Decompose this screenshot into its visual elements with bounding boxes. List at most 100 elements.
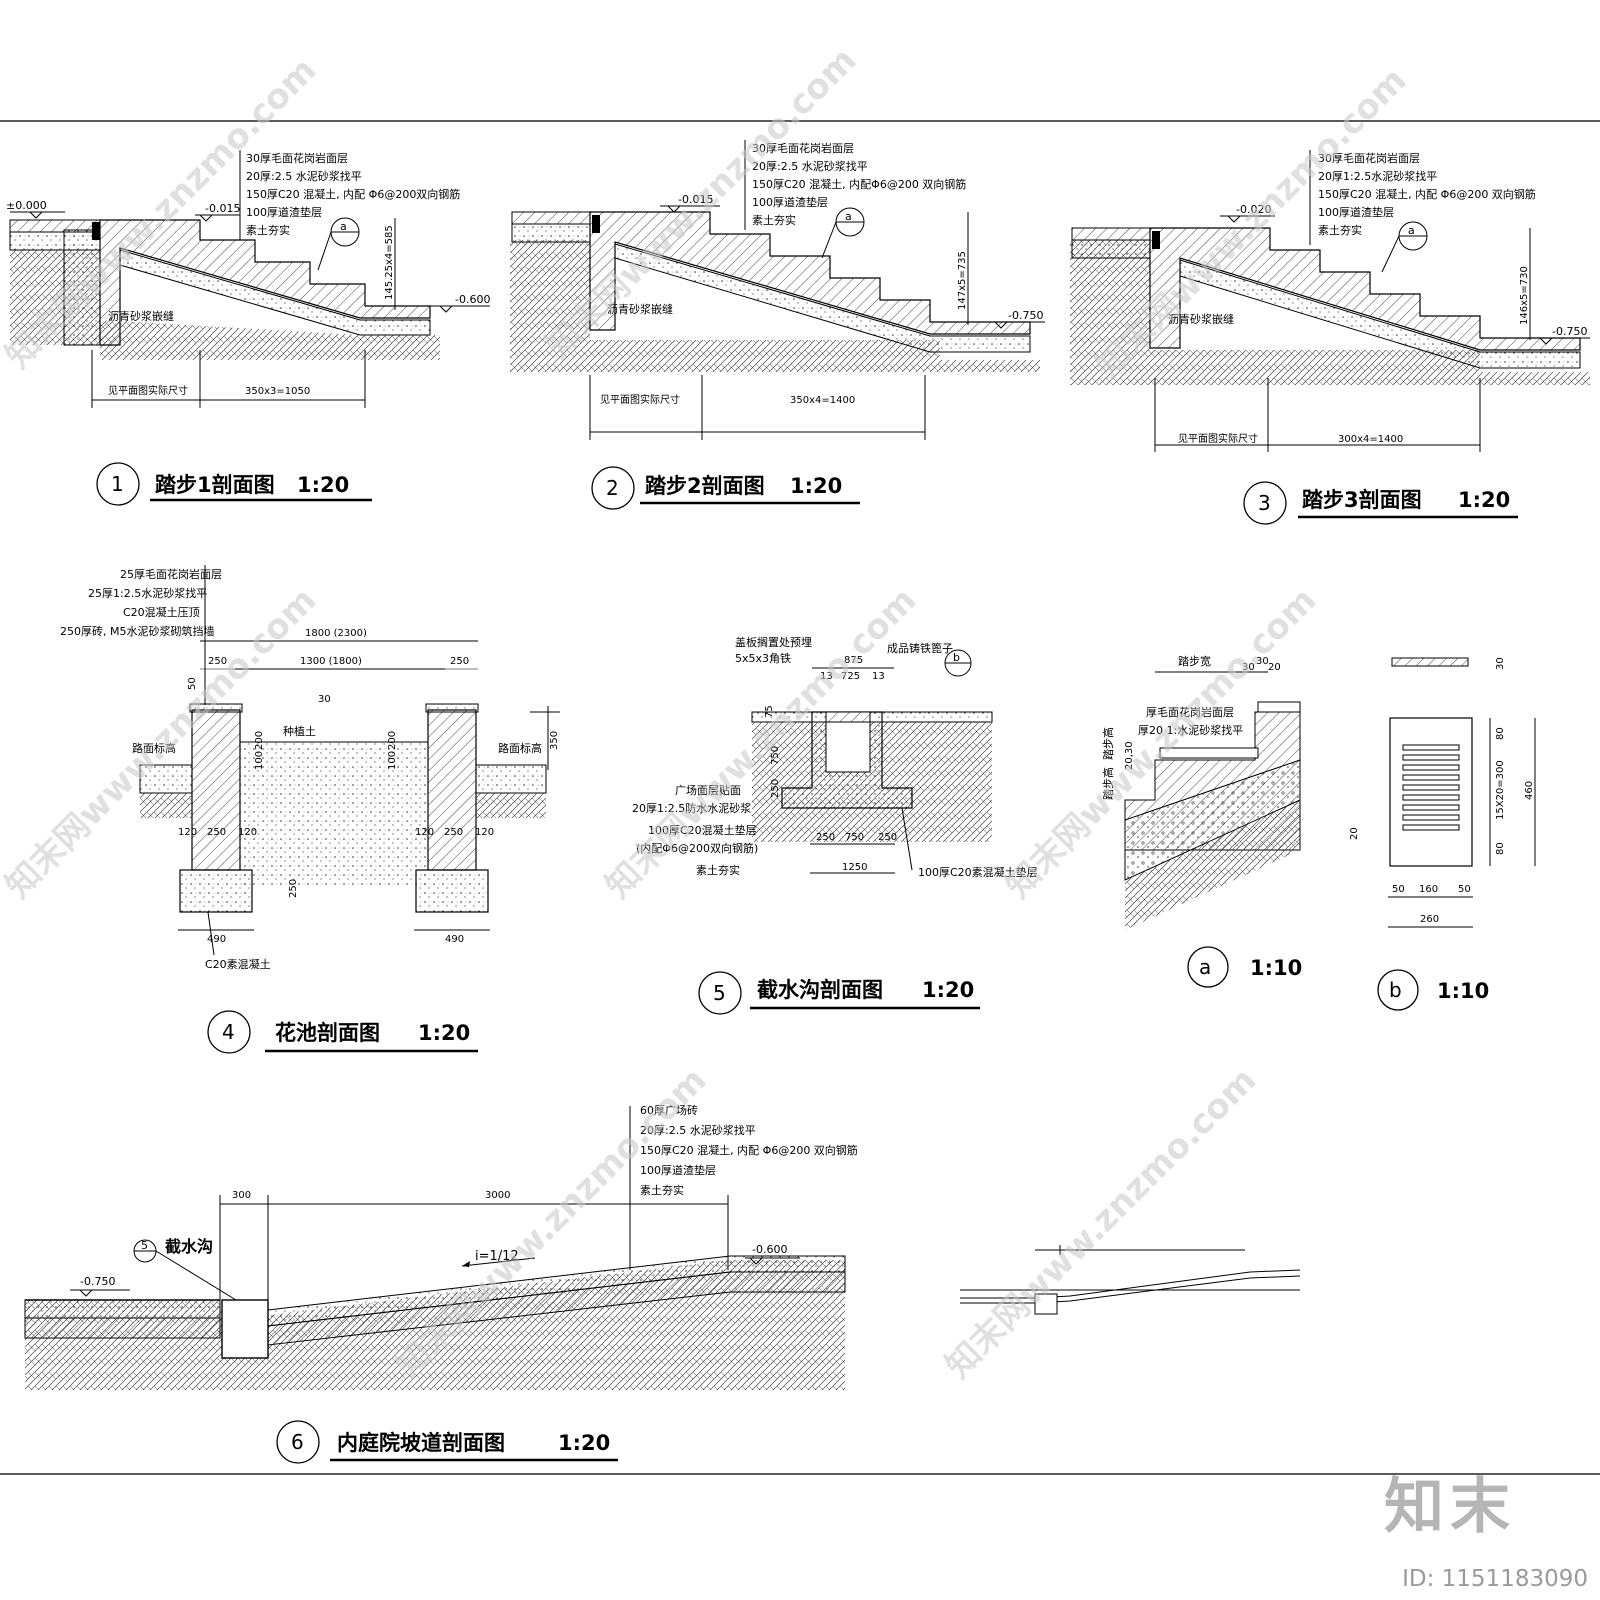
dim-left: 见平面图实际尺寸	[600, 393, 680, 406]
note-line: 30厚毛面花岗岩面层	[246, 151, 348, 165]
dim: 50	[1458, 884, 1471, 895]
detail-ref: a	[340, 220, 347, 233]
note-line: 厚20 1:水泥砂浆找平	[1138, 723, 1243, 737]
detail-ref: b	[953, 651, 960, 664]
material-notes: 30厚毛面花岗岩面层 20厚:2.5 水泥砂浆找平 150厚C20 混凝土, 内…	[752, 141, 966, 227]
note-line: 素土夯实	[696, 863, 740, 877]
note-line: 盖板搁置处预埋	[735, 635, 812, 649]
dim-300: 300	[232, 1190, 251, 1201]
dim-inner: 1300 (1800)	[300, 656, 362, 667]
section-title: 踏步3剖面图	[1302, 488, 1422, 512]
section-scale: 1:20	[1458, 488, 1510, 512]
dim-30: 30	[318, 694, 331, 705]
ditch-ref: 5	[141, 1239, 148, 1252]
note-line: C20混凝土压顶	[123, 605, 200, 619]
section-number: 2	[606, 476, 619, 500]
material-notes: 60厚广场砖 20厚:2.5 水泥砂浆找平 150厚C20 混凝土, 内配 Φ6…	[640, 1103, 858, 1197]
note-line: 150厚C20 混凝土, 内配Φ6@200 双向钢筋	[752, 177, 966, 191]
detail-scale: 1:10	[1250, 956, 1302, 980]
dim-250-left: 250	[208, 656, 227, 667]
note-line: 广场面层贴面	[675, 783, 741, 797]
dim-750-vertical: 750	[770, 746, 781, 765]
section-number: 1	[111, 472, 124, 496]
note-line: 100厚道渣垫层	[752, 195, 828, 209]
elevation-bottom: -0.750	[1008, 309, 1043, 322]
dim-50: 50	[187, 677, 198, 690]
dim-120: 120	[238, 827, 257, 838]
note-line: 素土夯实	[752, 213, 796, 227]
dim: 15X20=300	[1495, 760, 1506, 820]
elevation-top: ±0.000	[6, 199, 47, 212]
section-title: 内庭院坡道剖面图	[337, 1431, 505, 1455]
section-number: 3	[1258, 491, 1271, 515]
detail-b: 30 80 15X20=300 80 460 20 50 160 50 260 …	[1349, 657, 1536, 1011]
section-number: 5	[713, 981, 726, 1005]
section-scale: 1:20	[297, 473, 349, 497]
dim-120: 120	[475, 827, 494, 838]
dim: 13	[820, 671, 833, 682]
dim-total: 260	[1420, 914, 1439, 925]
note-line: 100厚C20混凝土垫层	[648, 823, 757, 837]
note-right: 100厚C20素混凝土垫层	[918, 865, 1038, 879]
elevation-left: -0.750	[80, 1275, 115, 1288]
detail-a: 踏步宽 30 30 20 厚毛面花岗岩面层 厚20 1:水泥砂浆找平 踏步高 踏…	[1101, 654, 1302, 988]
note-line: 150厚C20 混凝土, 内配 Φ6@200双向钢筋	[246, 187, 460, 201]
dim-200-left: 200	[254, 731, 265, 750]
note-line: 25厚1:2.5水泥砂浆找平	[88, 586, 207, 600]
vertical-dimension: 146x5=730	[1519, 266, 1530, 325]
dim-100-right: 100	[387, 751, 398, 770]
dim-250-vertical: 250	[288, 879, 299, 898]
section-4-planter: 25厚毛面花岗岩面层 25厚1:2.5水泥砂浆找平 C20混凝土压顶 250厚砖…	[60, 565, 560, 1054]
dim: 250	[816, 832, 835, 843]
note-line: 素土夯实	[1318, 223, 1362, 237]
elevation-right: -0.600	[752, 1243, 787, 1256]
dim-120: 120	[178, 827, 197, 838]
step-height-label-2: 踏步高	[1101, 767, 1115, 800]
section-title: 踏步2剖面图	[645, 474, 765, 498]
ramp-thumbnail	[960, 1245, 1301, 1315]
section-2-stair: -0.015 -0.750 30厚毛面花岗岩面层 20厚:2.5 水泥砂浆找平 …	[510, 140, 1045, 510]
section-3-stair: -0.020 -0.750 30厚毛面花岗岩面层 20厚1:2.5水泥砂浆找平 …	[1070, 150, 1590, 525]
dim: 30	[1256, 656, 1269, 667]
step-height-label: 踏步高	[1101, 727, 1115, 760]
dim-right: 350x3=1050	[245, 386, 310, 397]
note-line: 250厚砖, M5水泥砂浆砌筑挡墙	[60, 624, 214, 638]
section-scale: 1:20	[790, 474, 842, 498]
section-scale: 1:20	[418, 1021, 470, 1045]
dim-120: 120	[415, 827, 434, 838]
dim: 50	[1392, 884, 1405, 895]
elevation-mid: -0.015	[205, 202, 240, 215]
dim: 30	[1242, 662, 1255, 673]
brand-logo: 知末	[1384, 1472, 1516, 1542]
note-line: 150厚C20 混凝土, 内配 Φ6@200 双向钢筋	[640, 1143, 858, 1157]
detail-label: a	[1199, 955, 1211, 979]
dim-250: 250	[444, 827, 463, 838]
note-line: 150厚C20 混凝土, 内配 Φ6@200 双向钢筋	[1318, 187, 1536, 201]
note-line: 100厚道渣垫层	[640, 1163, 716, 1177]
dim: 80	[1495, 842, 1506, 855]
dim: 875	[844, 655, 863, 666]
dim-total: 1250	[842, 862, 867, 873]
note-line: 20厚1:2.5水泥砂浆找平	[1318, 169, 1437, 183]
dim-350: 350	[549, 731, 560, 750]
planting-soil: 种植土	[283, 724, 316, 738]
detail-ref: a	[1408, 224, 1415, 237]
step-width-label: 踏步宽	[1178, 654, 1211, 668]
ditch-label: 截水沟	[165, 1237, 213, 1256]
dim-left: 见平面图实际尺寸	[108, 384, 188, 397]
elevation-bottom: -0.600	[455, 293, 490, 306]
dim: 13	[872, 671, 885, 682]
dim-250-vertical: 250	[770, 779, 781, 798]
section-scale: 1:20	[558, 1431, 610, 1455]
section-title: 花池剖面图	[275, 1021, 380, 1045]
note-line: 25厚毛面花岗岩面层	[120, 567, 222, 581]
grate-slots	[1402, 744, 1460, 831]
note-line: 30厚毛面花岗岩面层	[1318, 151, 1420, 165]
note-line: 60厚广场砖	[640, 1103, 698, 1117]
concrete-label: C20素混凝土	[205, 957, 271, 971]
dim: 160	[1419, 884, 1438, 895]
dim-75: 75	[764, 705, 775, 718]
dim-total: 1800 (2300)	[305, 628, 367, 639]
note-line: 20厚:2.5 水泥砂浆找平	[640, 1123, 756, 1137]
